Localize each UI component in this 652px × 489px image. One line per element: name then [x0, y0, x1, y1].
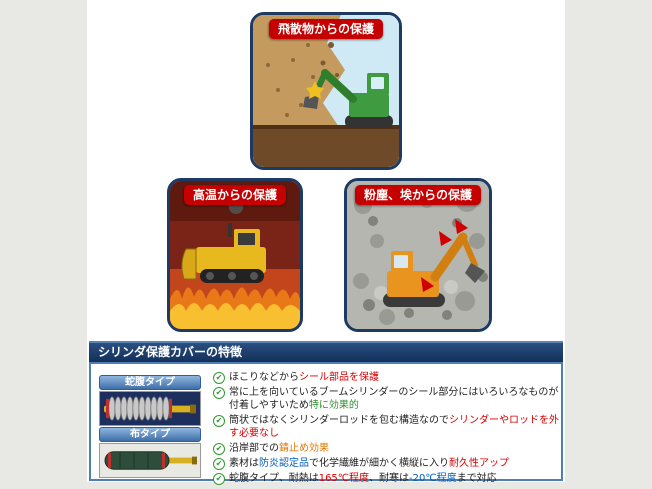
- cloth-cover-illustration: [100, 444, 200, 477]
- feature-bullet: ✔ 常に上を向いているブームシリンダーのシール部分にはいろいろなものが付着しやす…: [213, 386, 559, 412]
- content-area: 飛散物からの保護 高温からの保護: [87, 0, 565, 485]
- feature-bullet-list: ✔ ほこりなどからシール部品を保護 ✔ 常に上を向いているブームシリンダーのシー…: [213, 371, 559, 487]
- debris-illustration: [253, 15, 399, 167]
- panel-heat-label: 高温からの保護: [183, 185, 287, 205]
- features-title: シリンダ保護カバーの特徴: [89, 341, 563, 362]
- feature-text: 常に上を向いているブームシリンダーのシール部分にはいろいろなものが付着しやすいた…: [229, 387, 559, 411]
- features-box: 蛇腹タイプ 布タイプ: [89, 362, 563, 485]
- product-label-bellows-type: 蛇腹タイプ: [99, 375, 201, 390]
- feature-bullet: ✔ 蛇腹タイプ、耐熱は165℃程度、耐寒は-20℃程度まで対応: [213, 472, 559, 485]
- feature-bullet: ✔ 素材は防炎認定品で化学繊維が細かく横縦に入り耐久性アップ: [213, 457, 559, 470]
- feature-text: 沿岸部での錆止め効果: [229, 443, 329, 454]
- feature-text: 蛇腹タイプ、耐熱は165℃程度、耐寒は-20℃程度まで対応: [229, 473, 497, 484]
- feature-bullet: ✔ ほこりなどからシール部品を保護: [213, 371, 559, 384]
- panel-dust-protection: 粉塵、埃からの保護: [344, 178, 492, 332]
- check-icon: ✔: [213, 415, 225, 427]
- feature-text: ほこりなどからシール部品を保護: [229, 372, 379, 383]
- feature-text: 素材は防炎認定品で化学繊維が細かく横縦に入り耐久性アップ: [229, 458, 509, 469]
- panel-dust-label: 粉塵、埃からの保護: [354, 185, 482, 205]
- panel-debris-protection: 飛散物からの保護: [250, 12, 402, 170]
- check-icon: ✔: [213, 473, 225, 485]
- feature-bullet: ✔ 筒状ではなくシリンダーロッドを包む構造なのでシリンダーやロッドを外す必要なし: [213, 414, 559, 440]
- panel-debris-label: 飛散物からの保護: [268, 19, 384, 39]
- panel-heat-protection: 高温からの保護: [167, 178, 303, 332]
- product-image-cloth: [99, 443, 201, 478]
- check-icon: ✔: [213, 387, 225, 399]
- feature-bullet: ✔ 沿岸部での錆止め効果: [213, 442, 559, 455]
- feature-text: 筒状ではなくシリンダーロッドを包む構造なのでシリンダーやロッドを外す必要なし: [229, 415, 559, 439]
- product-image-bellows: [99, 391, 201, 426]
- bellows-cover-illustration: [100, 392, 200, 425]
- check-icon: ✔: [213, 443, 225, 455]
- check-icon: ✔: [213, 458, 225, 470]
- product-label-cloth-type: 布タイプ: [99, 427, 201, 442]
- check-icon: ✔: [213, 372, 225, 384]
